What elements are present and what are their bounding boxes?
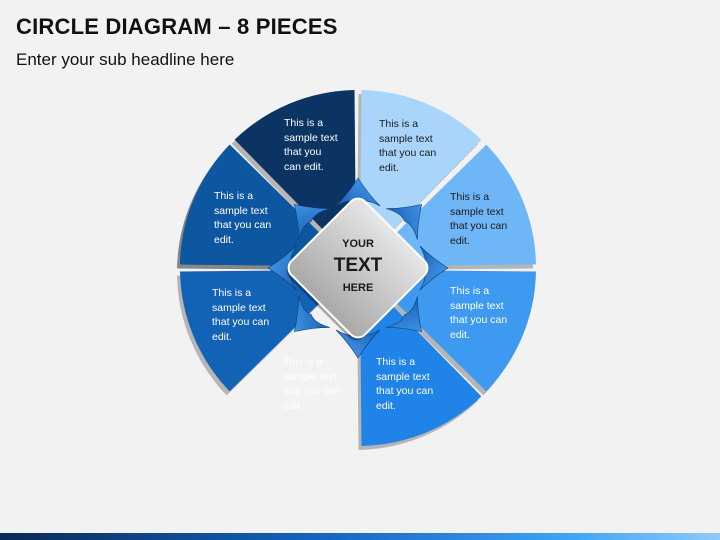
hub-diamond (287, 197, 429, 339)
segment-text-7: This is a sample text that you can edit. (283, 356, 341, 412)
arrow-icon-8 (386, 203, 423, 240)
segment-text-8: This is a sample text that you can edit. (376, 356, 434, 412)
hub-label-here: HERE (342, 282, 374, 294)
segment-7 (180, 269, 354, 392)
segment-2 (359, 90, 482, 264)
segment-text-3: This is a sample text that you can edit. (214, 190, 272, 246)
segment-text-2: This is a sample text that you can edit. (379, 118, 437, 174)
segment-text-1: This is a sample text that you can edit. (284, 117, 338, 173)
slide-subtitle: Enter your sub headline here (16, 50, 235, 69)
segment-8 (359, 272, 482, 446)
segment-4 (362, 144, 536, 267)
segment-5 (180, 144, 354, 267)
hub-label-text: TEXT (333, 255, 383, 276)
segment-text-5: This is a sample text that you can edit. (212, 287, 270, 343)
segment-text-6: This is a sample text that you can edit. (450, 285, 508, 341)
segment-6 (362, 269, 536, 392)
hub-label-your: YOUR (342, 238, 374, 250)
slide-title: CIRCLE DIAGRAM – 8 PIECES (16, 14, 338, 39)
segment-1 (234, 90, 357, 264)
segment-text-4: This is a sample text that you can edit. (450, 191, 508, 247)
footer-bar (0, 533, 720, 540)
arrow-icon-4 (293, 296, 330, 333)
